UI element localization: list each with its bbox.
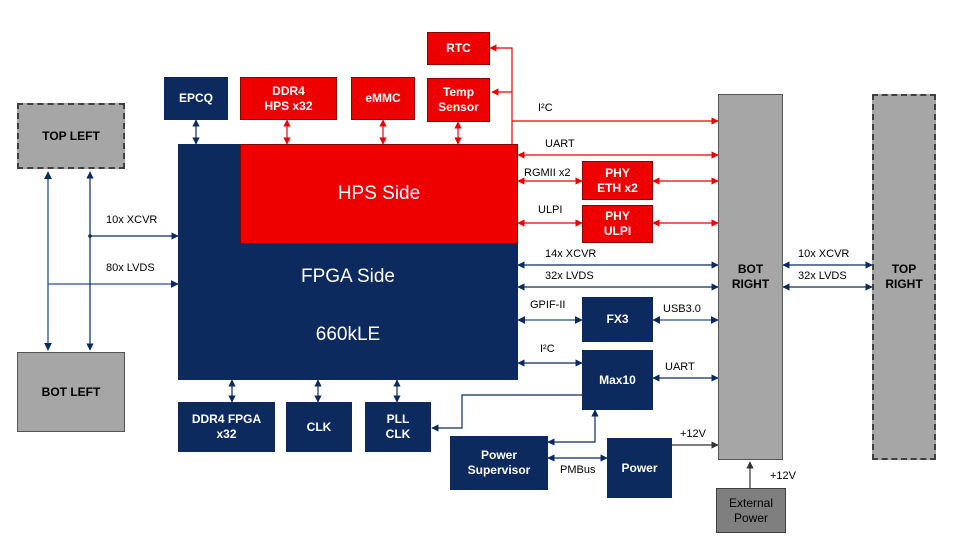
glow-bus-left <box>44 171 179 351</box>
label-left-xcvr: 10x XCVR <box>106 214 158 226</box>
fx3-block: FX3 <box>582 297 653 342</box>
fpga-size-label: 660kLE <box>315 324 381 345</box>
label-usb3: USB3.0 <box>663 303 701 315</box>
max10-block: Max10 <box>582 350 653 410</box>
label-left-lvds: 80x LVDS <box>106 262 155 274</box>
power-supervisor-block: Power Supervisor <box>450 436 548 490</box>
label-uart-max: UART <box>665 361 695 373</box>
label-ulpi: ULPI <box>538 204 563 216</box>
ddr4-hps-block: DDR4 HPS x32 <box>240 77 337 120</box>
hps-side-block: HPS Side <box>240 144 518 244</box>
clk-block: CLK <box>286 402 352 452</box>
external-power-block: External Power <box>716 488 786 533</box>
temp-sensor-block: Temp Sensor <box>427 78 490 122</box>
label-right-lvds: 32x LVDS <box>798 270 847 282</box>
top-right-connector: TOP RIGHT <box>872 94 936 460</box>
pll-clk-block: PLL CLK <box>365 402 431 452</box>
label-12v-ext: +12V <box>770 470 796 482</box>
label-right-xcvr: 10x XCVR <box>798 248 850 260</box>
label-i2c-top: I²C <box>538 102 553 114</box>
phy-eth-block: PHY ETH x2 <box>582 161 653 200</box>
label-i2c-max: I²C <box>540 343 555 355</box>
fpga-side-label: FPGA Side <box>301 266 395 287</box>
bot-left-connector: BOT LEFT <box>17 352 125 432</box>
label-xcvr-14: 14x XCVR <box>545 248 597 260</box>
phy-ulpi-block: PHY ULPI <box>582 205 653 243</box>
top-red-links <box>283 44 719 227</box>
rtc-block: RTC <box>427 32 490 65</box>
emmc-block: eMMC <box>351 77 415 120</box>
fpga-right-links <box>228 261 873 462</box>
label-gpif: GPIF-II <box>530 299 566 311</box>
label-rgmii: RGMII x2 <box>524 167 571 179</box>
label-12v-power: +12V <box>680 428 706 440</box>
label-pmbus: PMBus <box>560 464 596 476</box>
label-uart-top: UART <box>545 138 575 150</box>
ddr4-fpga-block: DDR4 FPGA x32 <box>178 402 275 452</box>
label-lvds-32: 32x LVDS <box>545 270 594 282</box>
power-lines <box>672 441 754 488</box>
bot-right-connector: BOT RIGHT <box>718 94 783 460</box>
left-connections <box>86 171 179 351</box>
top-left-connector: TOP LEFT <box>17 103 125 169</box>
power-block: Power <box>607 438 672 498</box>
epcq-block: EPCQ <box>164 77 228 120</box>
